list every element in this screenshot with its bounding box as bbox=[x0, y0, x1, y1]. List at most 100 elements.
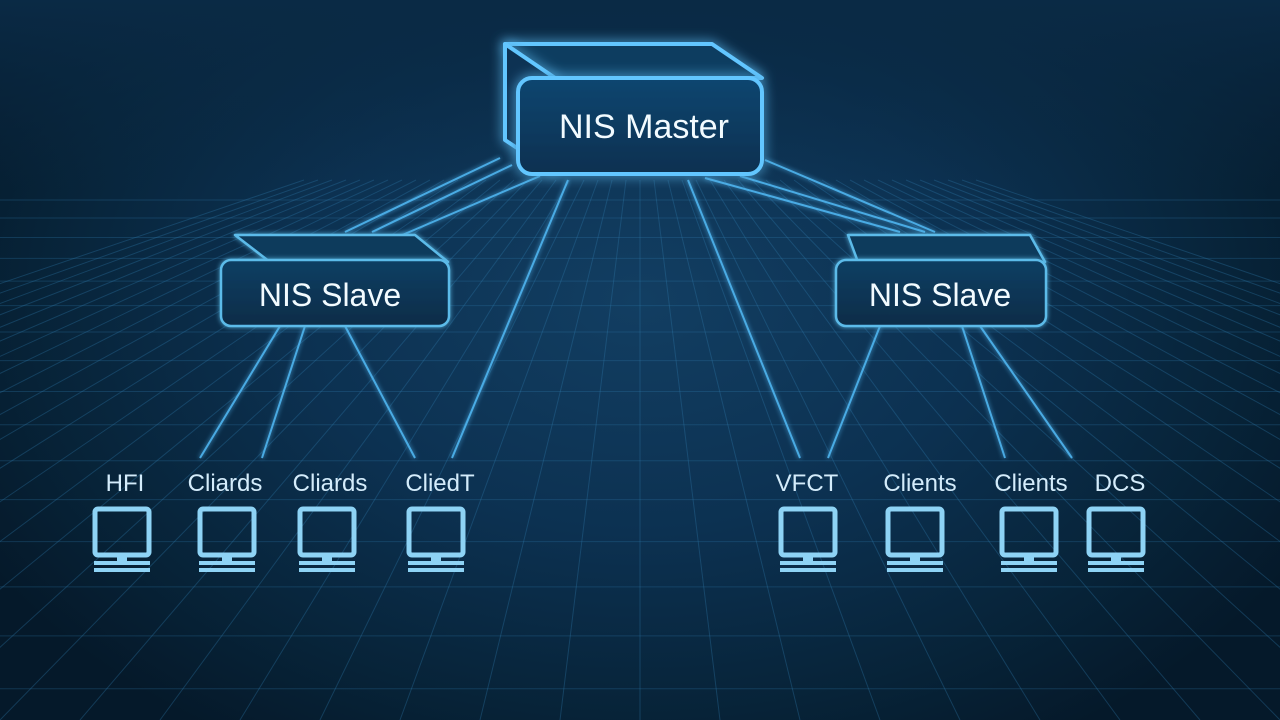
grid-line bbox=[399, 179, 599, 720]
monitor-frame bbox=[92, 506, 152, 558]
connection-line bbox=[399, 175, 541, 237]
client-label: Cliards bbox=[188, 470, 263, 497]
client-label: CliedT bbox=[405, 470, 475, 497]
grid-line bbox=[653, 179, 721, 720]
grid-line bbox=[0, 179, 347, 316]
monitor-stand bbox=[910, 555, 920, 561]
grid-line bbox=[0, 179, 319, 294]
master-box-front-face bbox=[516, 76, 764, 176]
grid-line bbox=[891, 179, 1280, 357]
client-label: DCS bbox=[1095, 470, 1146, 497]
grid-line bbox=[723, 179, 1121, 720]
grid-line bbox=[877, 179, 1280, 375]
monitor-stand bbox=[803, 555, 813, 561]
grid-line bbox=[0, 179, 389, 357]
computer-icon bbox=[197, 506, 257, 572]
connection-line bbox=[827, 325, 881, 459]
connection-line bbox=[704, 177, 901, 233]
slave-left-box-front-face bbox=[219, 258, 451, 328]
monitor-base bbox=[199, 561, 255, 565]
keyboard bbox=[1001, 568, 1057, 572]
grid-line bbox=[695, 179, 961, 720]
grid-line bbox=[681, 179, 881, 720]
master-label: NIS Master bbox=[559, 108, 729, 146]
grid-line bbox=[0, 179, 305, 285]
computer-icon bbox=[885, 506, 945, 572]
grid-line bbox=[0, 179, 403, 375]
grid-line bbox=[0, 179, 361, 328]
keyboard bbox=[780, 568, 836, 572]
connection-line bbox=[199, 325, 281, 459]
grid-line bbox=[0, 179, 375, 342]
connection-lines bbox=[199, 157, 1073, 459]
monitor-base bbox=[1088, 561, 1144, 565]
background-grid bbox=[0, 179, 1280, 720]
client-label: Clients bbox=[994, 470, 1067, 497]
computer-icon bbox=[297, 506, 357, 572]
keyboard bbox=[299, 568, 355, 572]
client-label: VFCT bbox=[776, 470, 839, 497]
monitor-stand bbox=[1024, 555, 1034, 561]
nis-master-node: NIS Master bbox=[503, 42, 764, 176]
slave-right-box-top-face bbox=[846, 233, 1047, 264]
slave-left-box-top-face bbox=[233, 233, 450, 264]
connection-line bbox=[739, 175, 926, 233]
monitor-stand bbox=[222, 555, 232, 561]
monitor-frame bbox=[406, 506, 466, 558]
grid-line bbox=[961, 179, 1280, 294]
connection-line bbox=[451, 179, 569, 459]
computer-icon bbox=[406, 506, 466, 572]
grid-line bbox=[319, 179, 585, 720]
keyboard bbox=[199, 568, 255, 572]
monitor-frame bbox=[778, 506, 838, 558]
computer-icon bbox=[778, 506, 838, 572]
grid-line bbox=[737, 179, 1201, 720]
monitor-stand bbox=[117, 555, 127, 561]
connection-line bbox=[371, 164, 513, 233]
keyboard bbox=[887, 568, 943, 572]
monitor-base bbox=[299, 561, 355, 565]
connection-line bbox=[961, 325, 1006, 459]
connection-line bbox=[979, 325, 1073, 459]
connection-line bbox=[687, 179, 801, 459]
slave-right-label: NIS Slave bbox=[869, 277, 1011, 313]
monitor-frame bbox=[999, 506, 1059, 558]
client-nodes: HFI Cliards Cliards CliedT VFCT Clients … bbox=[92, 470, 1146, 572]
grid-line bbox=[0, 179, 333, 305]
monitor-stand bbox=[431, 555, 441, 561]
monitor-base bbox=[1001, 561, 1057, 565]
connection-line bbox=[764, 159, 936, 233]
grid-line bbox=[709, 179, 1041, 720]
grid-line bbox=[239, 179, 571, 720]
client-computers bbox=[92, 506, 1146, 572]
nis-slave-node-left: NIS Slave bbox=[219, 233, 451, 328]
computer-icon bbox=[1086, 506, 1146, 572]
connection-line bbox=[261, 325, 306, 459]
computer-icon bbox=[92, 506, 152, 572]
grid-line bbox=[947, 179, 1280, 305]
slave-right-box-front-face bbox=[834, 258, 1048, 328]
grid-line bbox=[933, 179, 1280, 316]
monitor-base bbox=[887, 561, 943, 565]
monitor-base bbox=[780, 561, 836, 565]
nis-slave-node-right: NIS Slave bbox=[834, 233, 1048, 328]
client-label: Cliards bbox=[293, 470, 368, 497]
connection-line bbox=[344, 157, 501, 233]
monitor-stand bbox=[322, 555, 332, 561]
connection-line bbox=[344, 325, 416, 459]
slave-left-label: NIS Slave bbox=[259, 277, 401, 313]
keyboard bbox=[408, 568, 464, 572]
keyboard bbox=[94, 568, 150, 572]
grid-line bbox=[79, 179, 543, 720]
monitor-base bbox=[94, 561, 150, 565]
client-label: HFI bbox=[106, 470, 145, 497]
grid-line bbox=[479, 179, 613, 720]
client-label: Clients bbox=[883, 470, 956, 497]
grid-line bbox=[919, 179, 1280, 328]
grid-line bbox=[905, 179, 1280, 342]
grid-line bbox=[159, 179, 557, 720]
keyboard bbox=[1088, 568, 1144, 572]
grid-line bbox=[559, 179, 627, 720]
